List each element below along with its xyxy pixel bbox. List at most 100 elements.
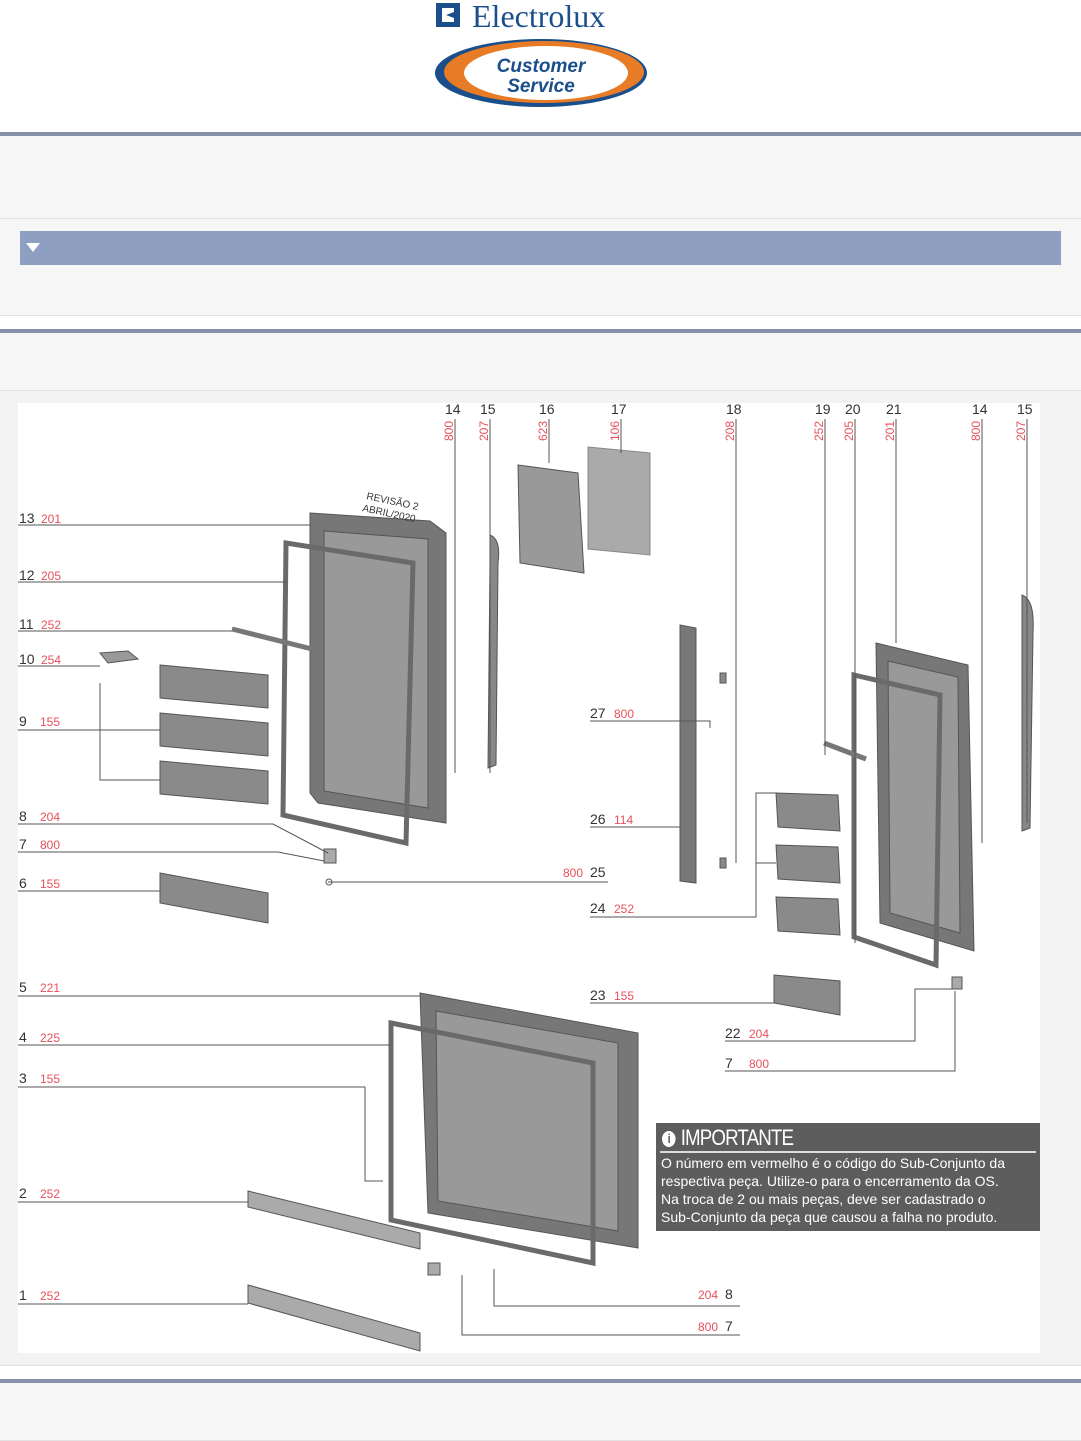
callout-number: 13	[19, 510, 35, 526]
header-panel	[0, 136, 1081, 219]
callout-code: 800	[698, 1320, 718, 1334]
callout-code: 205	[41, 569, 61, 583]
callout-code: 106	[608, 421, 622, 441]
callout-code: 155	[40, 715, 60, 729]
leader-line	[18, 851, 325, 862]
callout-number: 20	[845, 403, 861, 417]
callout-code: 252	[40, 1289, 60, 1303]
collapse-toggle-bar[interactable]	[20, 231, 1061, 265]
callout-code: 207	[1014, 421, 1028, 441]
leader-line	[725, 991, 956, 1072]
filter-panel	[587, 446, 651, 556]
callout-number: 14	[972, 403, 988, 417]
callout-code: 800	[563, 866, 583, 880]
callout-code: 204	[40, 810, 60, 824]
callout-number: 22	[725, 1025, 741, 1041]
callout-code: 800	[614, 707, 634, 721]
callout-number: 23	[590, 987, 606, 1003]
center-flap	[679, 624, 697, 884]
callout-code: 207	[477, 421, 491, 441]
right-door-gasket	[851, 671, 943, 969]
callout-code: 623	[536, 421, 550, 441]
important-text-line: Sub-Conjunto da peça que causou a falha …	[661, 1209, 998, 1225]
important-title: IMPORTANTE	[680, 1125, 794, 1150]
callout-number: 7	[725, 1055, 733, 1071]
callout-number: 7	[19, 836, 27, 852]
callout-number: 8	[725, 1286, 733, 1302]
callout-number: 6	[19, 875, 27, 891]
callout-code: 155	[614, 989, 634, 1003]
callout-code: 208	[723, 421, 737, 441]
callout-number: 15	[1017, 403, 1033, 417]
callout-number: 21	[886, 403, 902, 417]
callout-code: 221	[40, 981, 60, 995]
freezer-door-gasket	[388, 1019, 596, 1267]
leader-line	[18, 683, 160, 781]
important-text-line: Na troca de 2 ou mais peças, deve ser ca…	[661, 1191, 986, 1207]
callout-code: 114	[614, 813, 633, 827]
callout-number: 15	[480, 403, 496, 417]
callout-number: 1	[19, 1287, 27, 1303]
callout-code: 155	[40, 877, 60, 891]
divider-bar	[0, 1379, 1081, 1383]
callout-number: 7	[725, 1318, 733, 1334]
callout-number: 19	[815, 403, 831, 417]
callout-code: 204	[698, 1288, 718, 1302]
callout-code: 800	[969, 421, 983, 441]
electrolux-customer-service-logo: Electrolux Customer Service	[434, 0, 648, 110]
leader-line	[590, 792, 776, 918]
divider-bar	[0, 132, 1081, 136]
callout-number: 14	[445, 403, 461, 417]
callout-code: 800	[40, 838, 60, 852]
callout-number: 11	[19, 616, 34, 632]
callout-number: 5	[19, 979, 27, 995]
callout-code: 205	[842, 421, 856, 441]
callout-code: 201	[883, 421, 897, 441]
leader-line	[461, 1275, 740, 1336]
right-handle	[1021, 594, 1034, 832]
svg-text:Service: Service	[507, 76, 575, 97]
door-bins	[159, 664, 269, 924]
important-text-line: O número em vermelho é o código do Sub-C…	[661, 1155, 1005, 1171]
leader-line	[18, 1086, 383, 1182]
svg-text:Customer: Customer	[497, 56, 587, 77]
callout-number: 17	[611, 403, 627, 417]
title-panel	[0, 333, 1081, 391]
leader-line	[725, 988, 952, 1042]
callout-number: 2	[19, 1185, 27, 1201]
info-icon: i	[662, 1131, 676, 1147]
leader-line	[493, 1269, 740, 1307]
callout-code: 252	[41, 618, 61, 632]
callout-number: 4	[19, 1029, 27, 1045]
callout-number: 24	[590, 900, 606, 916]
divider-bar	[0, 329, 1081, 333]
triangle-down-icon	[26, 243, 40, 252]
callout-number: 16	[539, 403, 555, 417]
freezer-shelf-lower	[247, 1284, 421, 1352]
svg-text:Electrolux: Electrolux	[472, 0, 605, 34]
callout-number: 10	[19, 651, 35, 667]
callout-code: 800	[442, 421, 456, 441]
leader-line	[590, 720, 711, 728]
left-handle	[487, 534, 500, 769]
callout-code: 201	[41, 512, 61, 526]
divider	[660, 1151, 1036, 1153]
callout-number: 25	[590, 864, 606, 880]
callout-number: 9	[19, 713, 27, 729]
callout-code: 204	[749, 1027, 769, 1041]
callout-code: 225	[40, 1031, 60, 1045]
callout-code: 252	[614, 902, 634, 916]
callout-code: 252	[812, 421, 826, 441]
leader-line	[18, 823, 329, 854]
important-text-line: respectiva peça. Utilize-o para o encerr…	[661, 1173, 999, 1189]
footer-panel	[0, 1383, 1081, 1441]
left-door-gasket	[280, 540, 416, 847]
callout-number: 18	[726, 403, 742, 417]
callout-number: 3	[19, 1070, 27, 1086]
callout-code: 155	[40, 1072, 60, 1086]
callout-code: 252	[40, 1187, 60, 1201]
filter-cover	[517, 464, 585, 574]
callout-code: 254	[41, 653, 61, 667]
